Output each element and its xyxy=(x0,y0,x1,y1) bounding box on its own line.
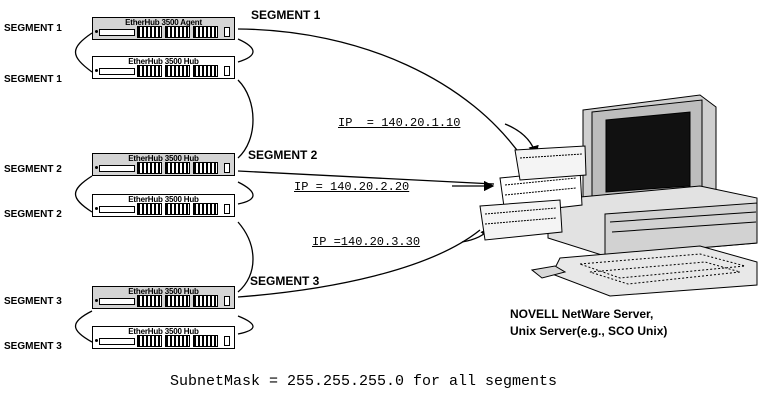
etherhub-unit: EtherHub 3500 Hub xyxy=(92,326,235,349)
port-group-icon xyxy=(193,335,218,347)
port-group-icon xyxy=(137,162,162,174)
server-caption-line2: Unix Server(e.g., SCO Unix) xyxy=(510,324,668,338)
port-group-icon xyxy=(137,203,162,215)
server-illustration xyxy=(479,94,758,297)
display-slot xyxy=(99,165,135,172)
port-group-icon xyxy=(137,65,162,77)
power-led-icon xyxy=(95,69,98,72)
ip-label-segment-1: IP = 140.20.1.10 xyxy=(338,116,461,130)
port-group-icon xyxy=(165,65,190,77)
display-slot xyxy=(99,29,135,36)
hub-segment-label: SEGMENT 3 xyxy=(4,341,62,352)
subnet-mask-note: SubnetMask = 255.255.255.0 for all segme… xyxy=(170,373,558,390)
uplink-port-icon xyxy=(224,296,230,306)
server-caption: NOVELL NetWare Server, Unix Server(e.g.,… xyxy=(510,306,667,340)
hub-title: EtherHub 3500 Hub xyxy=(128,287,199,296)
port-group-icon xyxy=(137,335,162,347)
ip-label-segment-3: IP =140.20.3.30 xyxy=(312,235,421,249)
hub-segment-label: SEGMENT 1 xyxy=(4,74,62,85)
segment-3-cable-label: SEGMENT 3 xyxy=(250,274,320,288)
port-group-icon xyxy=(193,162,218,174)
hub-segment-label: SEGMENT 1 xyxy=(4,23,62,34)
display-slot xyxy=(99,298,135,305)
uplink-port-icon xyxy=(224,66,230,76)
port-group-icon xyxy=(165,162,190,174)
segment-1-cable-label: SEGMENT 1 xyxy=(251,8,321,22)
hub-title: EtherHub 3500 Hub xyxy=(128,57,199,66)
power-led-icon xyxy=(95,207,98,210)
ip-label-segment-2: IP = 140.20.2.20 xyxy=(294,180,410,194)
port-group-icon xyxy=(165,26,190,38)
power-led-icon xyxy=(95,166,98,169)
etherhub-unit: EtherHub 3500 Agent xyxy=(92,17,235,40)
port-group-icon xyxy=(193,26,218,38)
hub-segment-label: SEGMENT 2 xyxy=(4,164,62,175)
segment-2-cable-label: SEGMENT 2 xyxy=(248,148,318,162)
display-slot xyxy=(99,338,135,345)
power-led-icon xyxy=(95,339,98,342)
power-led-icon xyxy=(95,30,98,33)
uplink-port-icon xyxy=(224,163,230,173)
hub-title: EtherHub 3500 Hub xyxy=(128,154,199,163)
hub-title: EtherHub 3500 Hub xyxy=(128,195,199,204)
port-group-icon xyxy=(193,203,218,215)
port-group-icon xyxy=(193,295,218,307)
etherhub-unit: EtherHub 3500 Hub xyxy=(92,194,235,217)
hub-title: EtherHub 3500 Agent xyxy=(125,18,202,27)
hub-segment-label: SEGMENT 2 xyxy=(4,209,62,220)
hub-title: EtherHub 3500 Hub xyxy=(128,327,199,336)
power-led-icon xyxy=(95,299,98,302)
etherhub-unit: EtherHub 3500 Hub xyxy=(92,286,235,309)
port-group-icon xyxy=(165,203,190,215)
port-group-icon xyxy=(137,26,162,38)
etherhub-unit: EtherHub 3500 Hub xyxy=(92,153,235,176)
port-group-icon xyxy=(165,295,190,307)
uplink-port-icon xyxy=(224,27,230,37)
uplink-port-icon xyxy=(224,336,230,346)
server-caption-line1: NOVELL NetWare Server, xyxy=(510,307,654,321)
hub-segment-label: SEGMENT 3 xyxy=(4,296,62,307)
segment-cables xyxy=(237,28,525,298)
display-slot xyxy=(99,68,135,75)
port-group-icon xyxy=(137,295,162,307)
etherhub-unit: EtherHub 3500 Hub xyxy=(92,56,235,79)
display-slot xyxy=(99,206,135,213)
port-group-icon xyxy=(193,65,218,77)
hub-link-cables xyxy=(74,32,254,343)
port-group-icon xyxy=(165,335,190,347)
uplink-port-icon xyxy=(224,204,230,214)
